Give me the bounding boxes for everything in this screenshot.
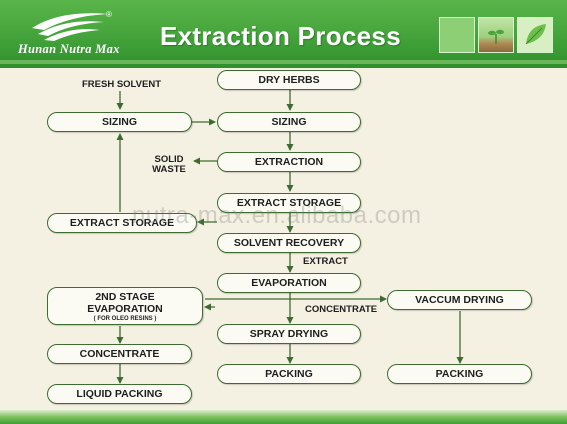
seedling-thumbnail-image xyxy=(478,17,514,53)
label-solid: SOLID xyxy=(154,154,184,165)
node-extract-storage-left: EXTRACT STORAGE xyxy=(47,213,197,233)
watermark-text: nutra-max.en.alibaba.com xyxy=(132,202,422,229)
green-thumbnail-image xyxy=(439,17,475,53)
node-solvent-recovery: SOLVENT RECOVERY xyxy=(217,233,361,253)
leaf-thumbnail-image xyxy=(517,17,553,53)
registered-mark: ® xyxy=(106,10,112,19)
logo-text: Hunan Nutra Max xyxy=(18,42,120,56)
second-stage-note: ( FOR OLEO RESINS ) xyxy=(93,316,157,322)
label-fresh-solvent: FRESH SOLVENT xyxy=(82,79,161,90)
seedling-icon xyxy=(488,29,504,44)
page-title: Extraction Process xyxy=(160,21,401,51)
node-second-stage-evaporation: 2ND STAGE EVAPORATION ( FOR OLEO RESINS … xyxy=(47,287,203,325)
logo-icon xyxy=(32,13,108,41)
header-stripe xyxy=(0,60,567,64)
node-extract-storage: EXTRACT STORAGE xyxy=(217,193,361,213)
node-packing-right: PACKING xyxy=(387,364,532,384)
leaf-icon xyxy=(525,24,546,45)
label-waste: WASTE xyxy=(152,164,186,175)
header-banner: ® Hunan Nutra Max Extraction Process xyxy=(0,0,567,68)
node-sizing: SIZING xyxy=(217,112,361,132)
footer-band xyxy=(0,410,567,424)
second-stage-line1: 2ND STAGE xyxy=(95,291,155,303)
node-extraction: EXTRACTION xyxy=(217,152,361,172)
node-dry-herbs: DRY HERBS xyxy=(217,70,361,90)
node-vaccum-drying: VACCUM DRYING xyxy=(387,290,532,310)
node-sizing-left: SIZING xyxy=(47,112,192,132)
node-evaporation: EVAPORATION xyxy=(217,273,361,293)
label-concentrate: CONCENTRATE xyxy=(305,304,378,315)
label-solid-waste: SOLID WASTE xyxy=(151,155,187,175)
label-extract: EXTRACT xyxy=(303,256,348,267)
node-liquid-packing: LIQUID PACKING xyxy=(47,384,192,404)
second-stage-line2: EVAPORATION xyxy=(87,303,163,315)
node-concentrate: CONCENTRATE xyxy=(47,344,192,364)
node-spray-drying: SPRAY DRYING xyxy=(217,324,361,344)
node-packing: PACKING xyxy=(217,364,361,384)
